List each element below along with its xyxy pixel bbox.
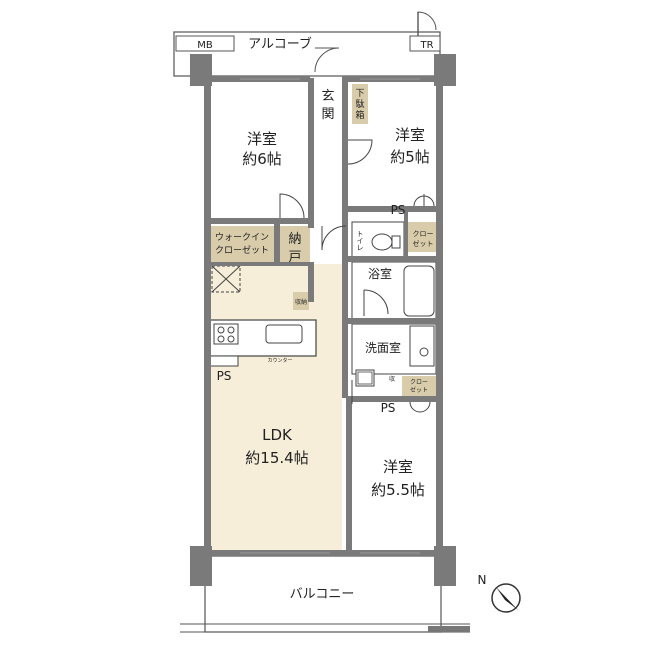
bath-fixtures (351, 261, 437, 321)
room-western-55-size: 約5.5帖 (371, 481, 425, 499)
walkin-closet-floor (210, 226, 274, 266)
storage-label-1: 納 (288, 232, 301, 247)
compass-icon: N (478, 573, 521, 613)
closet-upper-label-1: クロー (413, 230, 434, 238)
storage-small-floor (293, 292, 309, 310)
room-western-6-size: 約6帖 (242, 150, 282, 168)
laundry-label: 収 (389, 376, 395, 383)
fridge-space (211, 265, 241, 293)
washroom-label: 洗面室 (365, 340, 401, 355)
storage-label-2: 戸 (288, 250, 301, 265)
shoe-box-label-3: 箱 (355, 109, 364, 121)
ldk-size: 約15.4帖 (245, 449, 308, 467)
washroom-fixtures (351, 323, 437, 387)
toilet-label: トイレ (356, 230, 364, 251)
entrance-label-1: 玄 (321, 89, 334, 104)
ldk-floor (210, 264, 342, 552)
shoe-box-label-1: 下 (355, 89, 364, 99)
kitchen-counter (209, 319, 317, 367)
doors (279, 139, 435, 413)
room-western-6-floor (210, 80, 310, 220)
north-label: N (478, 573, 487, 587)
shoe-box-floor (352, 84, 368, 124)
windows (240, 78, 420, 554)
ps-lower-label: PS (381, 401, 396, 415)
alcove-label: アルコーブ (248, 36, 312, 52)
room-western-5-size: 約5帖 (390, 148, 430, 166)
entrance-label-2: 関 (321, 107, 334, 122)
walkin-label-2: クローゼット (215, 244, 269, 256)
closet-lower-floor (402, 376, 436, 396)
counter-label: カウンター (267, 357, 292, 364)
closet-lower-label-2: ゼット (410, 386, 428, 394)
tr-label: TR (419, 40, 433, 51)
balcony-area (180, 555, 470, 633)
ldk-name: LDK (262, 426, 293, 444)
room-western-6-name: 洋室 (247, 130, 277, 148)
alcove-area (173, 11, 441, 77)
closet-lower-label-1: クロー (410, 379, 428, 386)
balcony-label: バルコニー (290, 587, 355, 602)
toilet-fixtures (351, 221, 405, 259)
closet-upper-label-2: ゼット (413, 239, 434, 248)
walkin-label-1: ウォークイン (215, 232, 269, 243)
closet-upper-floor (408, 222, 438, 252)
room-western-5-name: 洋室 (395, 126, 425, 144)
mb-label: MB (197, 40, 213, 51)
ps-upper-label: PS (391, 203, 406, 217)
storage-floor (280, 226, 310, 266)
shoe-box-label-2: 駄 (355, 98, 364, 110)
storage-small-label: 収納 (295, 298, 307, 306)
ps-kitchen-label: PS (217, 369, 232, 383)
room-western-55-name: 洋室 (383, 458, 413, 476)
bath-label: 浴室 (368, 266, 392, 281)
room-western-55-floor (352, 400, 440, 550)
